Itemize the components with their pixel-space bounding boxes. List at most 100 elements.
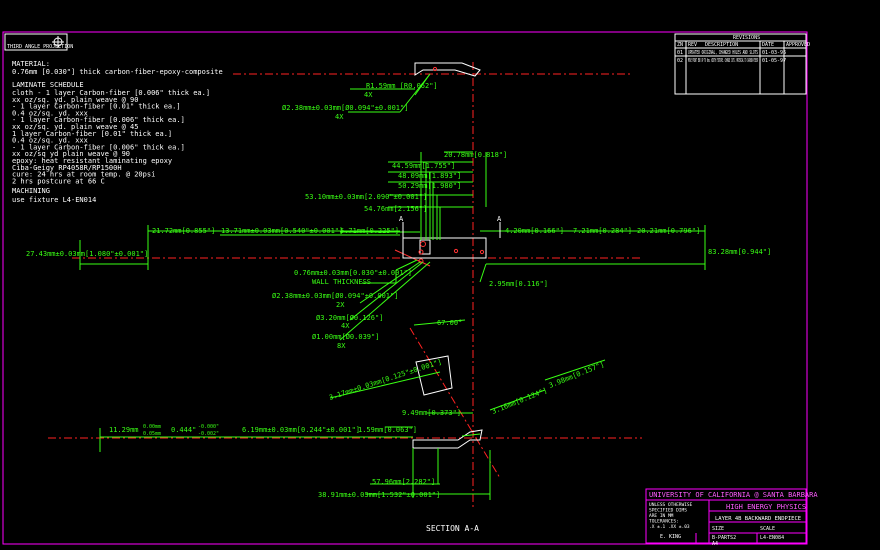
laminate-line: 1 layer Carbon-fiber [0.01" thick ea.] bbox=[12, 130, 172, 138]
section-mark-left: A bbox=[399, 215, 404, 223]
laminate-lines: cloth - 1 layer Carbon-fiber [0.006" thi… bbox=[12, 89, 210, 185]
section-markers: A A bbox=[399, 215, 502, 238]
dim-159: 1.59mm[0.063"] bbox=[358, 426, 417, 434]
title-note-line: SPECIFIED DIMS bbox=[649, 508, 687, 514]
dim-949: 9.49mm[0.373"] bbox=[402, 409, 461, 417]
laminate-line: xx oz/sq yd plain weave @ 90 bbox=[12, 150, 130, 158]
dim-238-count: 4X bbox=[335, 113, 344, 121]
rev-row-2-rev: 02 bbox=[677, 58, 683, 64]
title-dwg-no: L4-EN084 bbox=[760, 535, 784, 541]
laminate-line: - 1 layer Carbon-fiber [0.01" thick ea.] bbox=[12, 103, 181, 111]
rev-header-desc: DESCRIPTION bbox=[705, 42, 738, 48]
dim-4459: 44.59mm[1.755"] bbox=[392, 162, 455, 170]
title-size: SIZE bbox=[712, 526, 724, 532]
dim-5476: 54.76mm[2.156"] bbox=[364, 205, 427, 213]
dim-5796: 57.96mm[2.282"] bbox=[372, 478, 435, 486]
dim-238b-count: 2X bbox=[336, 301, 345, 309]
drawing-border bbox=[2, 31, 808, 545]
dim-r159: R1.59mm [R0.062"] bbox=[366, 82, 438, 90]
centerlines bbox=[48, 62, 642, 510]
rev-row-2-date: 01-05-97 bbox=[762, 58, 786, 64]
material-text: 0.76mm [0.030"] thick carbon-fiber-epoxy… bbox=[12, 68, 223, 76]
hole-markers bbox=[418, 66, 485, 264]
dim-5310: 53.10mm±0.03mm[2.090"±0.001"] bbox=[305, 193, 427, 201]
laminate-line: 0.4 oz/sq. yd. xxx bbox=[12, 137, 88, 145]
dim-076: 0.76mm±0.03mm[0.030"±0.001"] bbox=[294, 269, 412, 277]
part-geometry bbox=[402, 62, 487, 449]
dim-5029: 50.29mm[1.980"] bbox=[398, 182, 461, 190]
dim-238b: Ø2.38mm±0.03mm[Ø0.094"±0.001"] bbox=[272, 292, 398, 300]
rev-row-1-desc: UPDATED ORIGINAL, CHANGED HOLES AND SLOT… bbox=[688, 50, 758, 56]
dim-129-tol-bot: 0.05mm bbox=[143, 431, 161, 437]
material-title: MATERIAL: bbox=[12, 60, 50, 68]
dim-r159-count: 4X bbox=[364, 91, 373, 99]
title-drawn-by: E. KING bbox=[660, 534, 681, 540]
laminate-line: Ciba-Geigy RP4058R/RP1500H bbox=[12, 164, 122, 172]
laminate-line: cure: 24 hrs at room temp. @ 20psi bbox=[12, 171, 155, 179]
section-mark-right: A bbox=[497, 215, 502, 223]
rev-row-1-date: 01-03-96 bbox=[762, 50, 786, 56]
dim-129-inch: 0.444" bbox=[171, 426, 196, 434]
dim-295: 2.95mm[0.116"] bbox=[489, 280, 548, 288]
dim-320-count: 4X bbox=[341, 322, 350, 330]
dim-420: 4.20mm[0.166"] bbox=[505, 227, 564, 235]
title-scale: SCALE bbox=[760, 526, 775, 532]
projection-logo: THIRD ANGLE PROJECTION bbox=[4, 33, 73, 51]
dim-398: 3.98mm[0.157"] bbox=[548, 360, 606, 390]
rev-header-approved: APPROVED bbox=[786, 42, 810, 48]
laminate-line: xx oz/sq. yd. plain weave @ 45 bbox=[12, 123, 138, 131]
title-file: B-PARTS2 bbox=[712, 535, 736, 541]
revision-table: REVISIONS ZN REV DESCRIPTION DATE APPROV… bbox=[674, 33, 810, 95]
laminate-line: epoxy: heat resistant laminating epoxy bbox=[12, 157, 172, 165]
laminate-line: 2 hrs postcure at 66 C bbox=[12, 177, 105, 185]
dim-4809: 48.09mm[1.893"] bbox=[398, 172, 461, 180]
laminate-line: - 1 layer Carbon-fiber [0.006" thick ea.… bbox=[12, 143, 185, 151]
title-block: UNIVERSITY OF CALIFORNIA @ SANTA BARBARA… bbox=[645, 488, 818, 547]
machining-title: MACHINING bbox=[12, 187, 50, 195]
title-note-line: TOLERANCES: bbox=[649, 519, 679, 525]
dimension-lines bbox=[79, 73, 706, 500]
dim-238: Ø2.38mm±0.03mm[Ø0.094"±0.001"] bbox=[282, 104, 408, 112]
laminate-line: cloth - 1 layer Carbon-fiber [0.006" thi… bbox=[12, 89, 210, 97]
dim-129-inch-tol-bot: -0.002" bbox=[198, 431, 219, 437]
title-group: HIGH ENERGY PHYSICS bbox=[726, 503, 806, 511]
dim-316: 3.16mm[0.124"] bbox=[491, 386, 549, 416]
wall-thickness-label: WALL THICKNESS bbox=[312, 278, 371, 286]
dim-129-inch-tol-top: -0.000" bbox=[198, 424, 219, 430]
rev-header-rev: REV bbox=[688, 42, 697, 48]
rev-row-1-rev: 01 bbox=[677, 50, 683, 56]
dim-8328: 83.28mm[0.944"] bbox=[708, 248, 771, 256]
logo-label: THIRD ANGLE PROJECTION bbox=[7, 44, 73, 50]
dim-2021: 20.21mm[0.796"] bbox=[637, 227, 700, 235]
dim-317: 3.17mm±0.03mm[0.125"±0.001"] bbox=[328, 358, 443, 402]
laminate-line: - 1 layer Carbon-fiber [0.006" thick ea.… bbox=[12, 116, 185, 124]
dim-2078: 20.78mm[0.818"] bbox=[444, 151, 507, 159]
title-part-name: LAYER 4B BACKWARD ENDPIECE bbox=[715, 516, 801, 522]
dim-3891: 38.91mm±0.03mm[1.532"±0.001"] bbox=[318, 491, 440, 499]
dim-721: 7.21mm[0.284"] bbox=[573, 227, 632, 235]
revision-title: REVISIONS bbox=[733, 35, 760, 41]
rev-header-date: DATE bbox=[762, 42, 774, 48]
title-sheet: A4 bbox=[712, 541, 718, 547]
laminate-line: xx oz/sq. yd. plain weave @ 90 bbox=[12, 96, 138, 104]
dim-129: 11.29mm bbox=[109, 426, 139, 434]
dim-100-count: 8X bbox=[337, 342, 346, 350]
dim-571: 5.71mm[0.225"] bbox=[340, 227, 399, 235]
dim-2743: 27.43mm±0.03mm[1.080"±0.001"] bbox=[26, 250, 148, 258]
title-note-line: ARE IN MM bbox=[649, 513, 674, 519]
title-university: UNIVERSITY OF CALIFORNIA @ SANTA BARBARA bbox=[649, 491, 818, 499]
section-label: SECTION A-A bbox=[426, 524, 479, 533]
dim-129-tol-top: 0.00mm bbox=[143, 424, 161, 430]
rev-header-zn: ZN bbox=[677, 42, 683, 48]
title-note-line: .X ±.1 .XX ±.03 bbox=[649, 524, 690, 530]
notes-block: MATERIAL: 0.76mm [0.030"] thick carbon-f… bbox=[12, 60, 223, 204]
laminate-title: LAMINATE SCHEDULE bbox=[12, 81, 84, 89]
rev-row-2-desc: MOVE FRONT END UP TO 0mm. WIDTH FIXTURE.… bbox=[688, 58, 758, 64]
machining-text: use fixture L4-EN014 bbox=[12, 196, 96, 204]
title-note-line: UNLESS OTHERWISE bbox=[649, 502, 693, 508]
dim-619: 6.19mm±0.03mm[0.244"±0.001"] bbox=[242, 426, 360, 434]
dim-320: Ø3.20mm[Ø0.126"] bbox=[316, 314, 383, 322]
dim-1371: 13.71mm±0.03mm[0.540"±0.001"] bbox=[221, 227, 343, 235]
